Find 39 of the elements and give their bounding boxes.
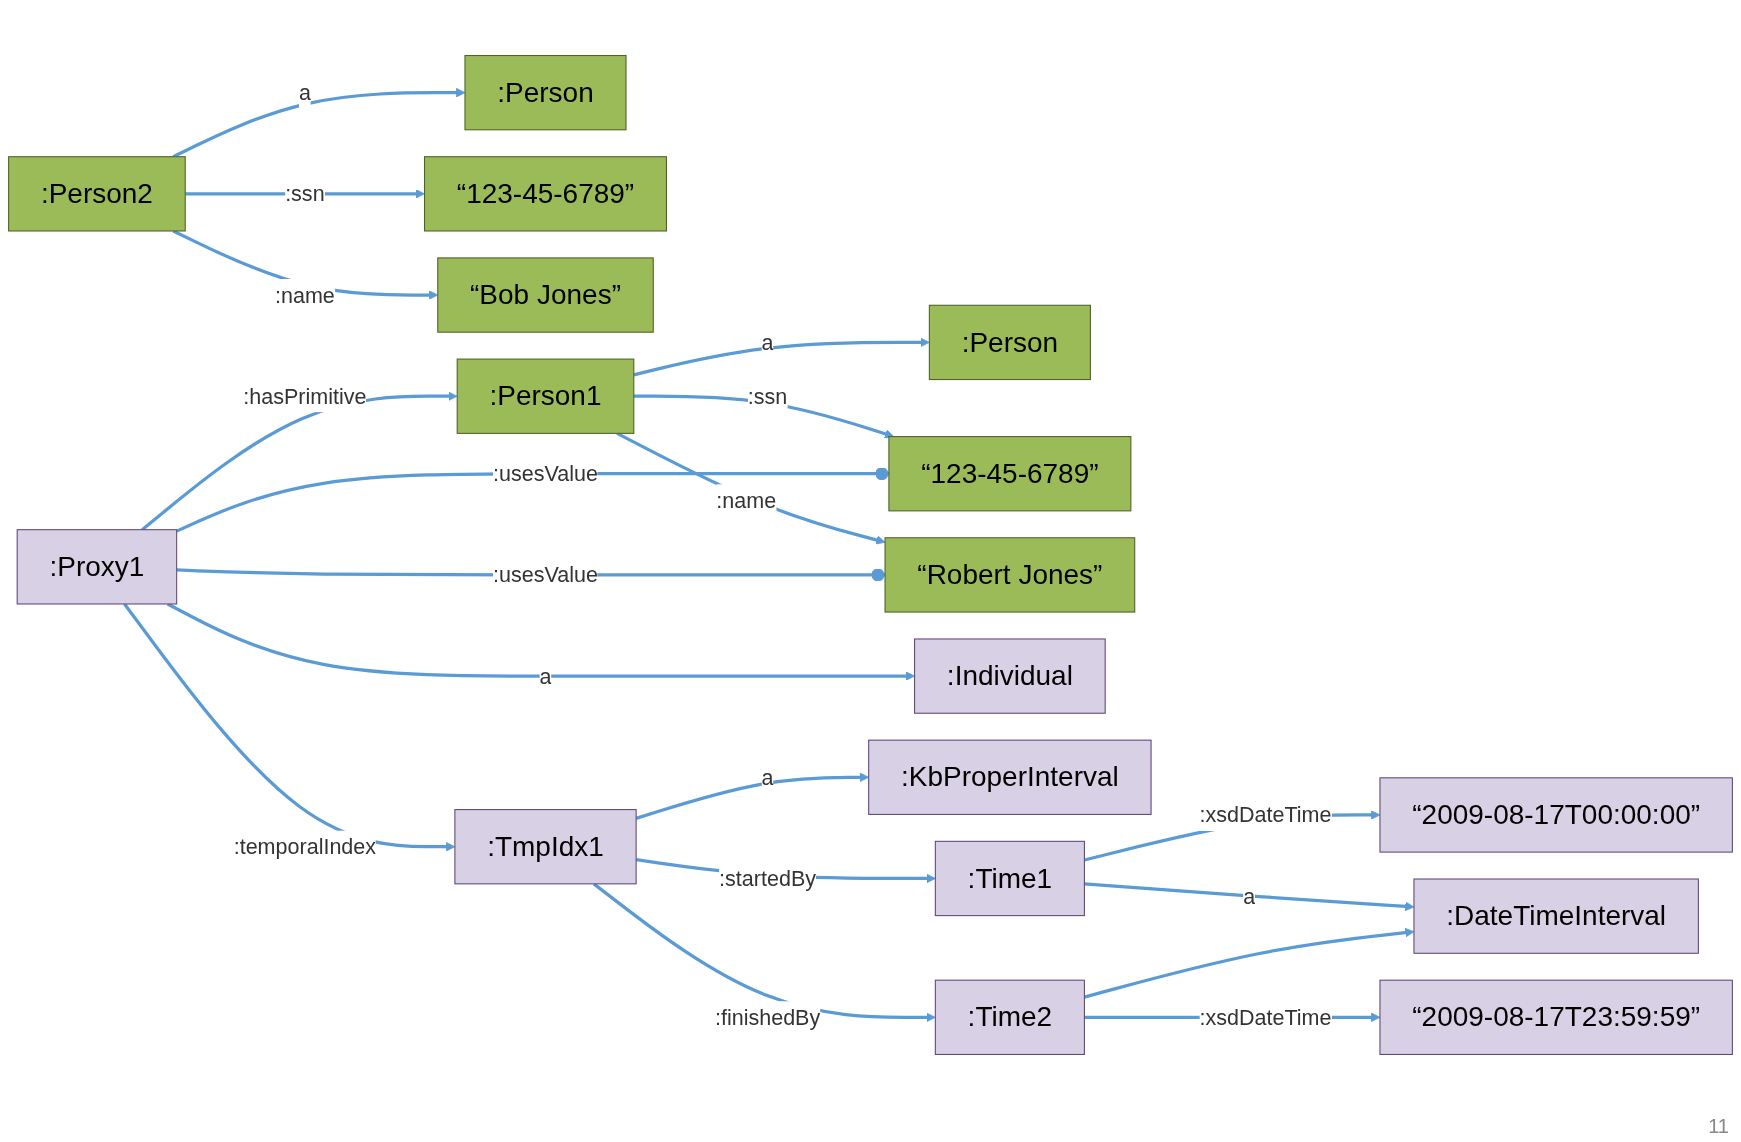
connector — [176, 467, 889, 533]
edge-label: :xsdDateTime — [1199, 1005, 1332, 1030]
node-box: :Proxy1 — [16, 529, 178, 605]
edge-label: :name — [274, 283, 335, 307]
edge-label: a — [298, 80, 311, 105]
edge-label: :finishedBy — [714, 1005, 821, 1030]
node-box: “Robert Jones” — [884, 537, 1136, 613]
arrow — [166, 602, 915, 681]
edge-label: a — [539, 664, 552, 688]
edge-label: :startedBy — [719, 866, 817, 891]
node-box: “Bob Jones” — [437, 257, 654, 333]
node-box: :KbProperInterval — [868, 739, 1152, 815]
node-box: :Person — [464, 55, 627, 131]
edge-label: :temporalIndex — [233, 834, 377, 859]
edge-label: a — [761, 330, 774, 355]
node-box: :DateTimeInterval — [1413, 878, 1699, 954]
node-box: “2009-08-17T00:00:00” — [1379, 777, 1733, 853]
edge-label: a — [1243, 884, 1256, 908]
edge-label: :xsdDateTime — [1199, 803, 1332, 827]
edge-label: a — [761, 765, 774, 790]
node-box: :Time2 — [934, 979, 1085, 1055]
node-box: :Individual — [914, 638, 1106, 714]
edge-label: :ssn — [747, 384, 788, 409]
page-number: 11 — [1708, 1115, 1729, 1137]
node-box: :TmpIdx1 — [454, 809, 637, 885]
edge-label: :hasPrimitive — [243, 384, 367, 409]
node-box: :Person — [928, 304, 1091, 381]
node-box: “123-45-6789” — [888, 436, 1132, 512]
arrow — [592, 882, 936, 1023]
edge-label: :usesValue — [493, 461, 598, 486]
node-box: :Person1 — [456, 358, 635, 434]
arrow — [633, 337, 930, 377]
node-box: “2009-08-17T23:59:59” — [1379, 979, 1733, 1055]
edge-label: :ssn — [285, 182, 325, 206]
node-box: “123-45-6789” — [423, 156, 667, 232]
node-box: :Person2 — [8, 156, 186, 232]
edge-label: :name — [716, 488, 777, 513]
node-box: :Time1 — [934, 840, 1085, 917]
edge-label: :usesValue — [493, 563, 598, 587]
